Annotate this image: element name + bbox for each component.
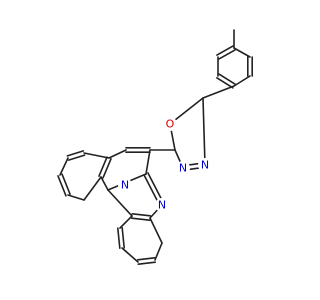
double-bond-line	[117, 227, 121, 250]
double-bond-line	[218, 49, 236, 60]
single-bond	[59, 157, 69, 176]
single-bond	[83, 176, 102, 201]
double-bond-line	[67, 154, 86, 161]
oxygen-label: O	[166, 118, 175, 131]
nitrogen-label: N	[158, 199, 166, 212]
double-bond-line	[130, 217, 151, 221]
oxadiazole-nitrogen-a: N	[198, 158, 212, 172]
nitrogen-label: N	[179, 162, 187, 175]
imidazole-nitrogen: N	[155, 198, 169, 212]
oxadiazole-nitrogen-b: N	[176, 161, 190, 175]
single-bond	[107, 189, 133, 217]
double-bond-line	[66, 150, 85, 157]
bond-layer	[57, 29, 253, 265]
single-bond	[100, 176, 109, 191]
double-bond-line	[102, 158, 112, 179]
double-bond-line	[98, 156, 108, 177]
double-bond-line	[121, 226, 125, 249]
single-bond	[67, 194, 85, 201]
single-bond	[149, 217, 163, 244]
molecule-diagram: O N N N N	[57, 29, 253, 265]
double-bond-line	[131, 213, 152, 217]
double-bond-line	[218, 73, 236, 85]
double-bond-line	[61, 173, 71, 195]
double-bond-line	[216, 77, 234, 89]
single-bond	[233, 75, 251, 87]
single-bond	[202, 97, 206, 166]
molecule-canvas: O N N N N	[57, 29, 253, 265]
single-bond	[154, 242, 163, 261]
atom-label-layer: O N N N N	[118, 117, 212, 212]
single-bond	[121, 247, 139, 263]
single-bond	[202, 85, 235, 99]
single-bond	[108, 149, 127, 159]
double-bond-line	[136, 257, 156, 261]
nitrogen-label: N	[121, 179, 129, 192]
single-bond	[119, 215, 133, 229]
bridgehead-nitrogen: N	[118, 178, 132, 192]
single-bond	[83, 152, 110, 159]
double-bond-line	[137, 261, 157, 265]
single-bond	[169, 97, 204, 125]
oxygen-atom: O	[163, 117, 177, 131]
single-bond	[233, 47, 251, 58]
nitrogen-label: N	[201, 159, 209, 172]
double-bond-line	[216, 45, 234, 56]
double-bond-line	[57, 175, 67, 197]
single-bond	[145, 149, 151, 175]
